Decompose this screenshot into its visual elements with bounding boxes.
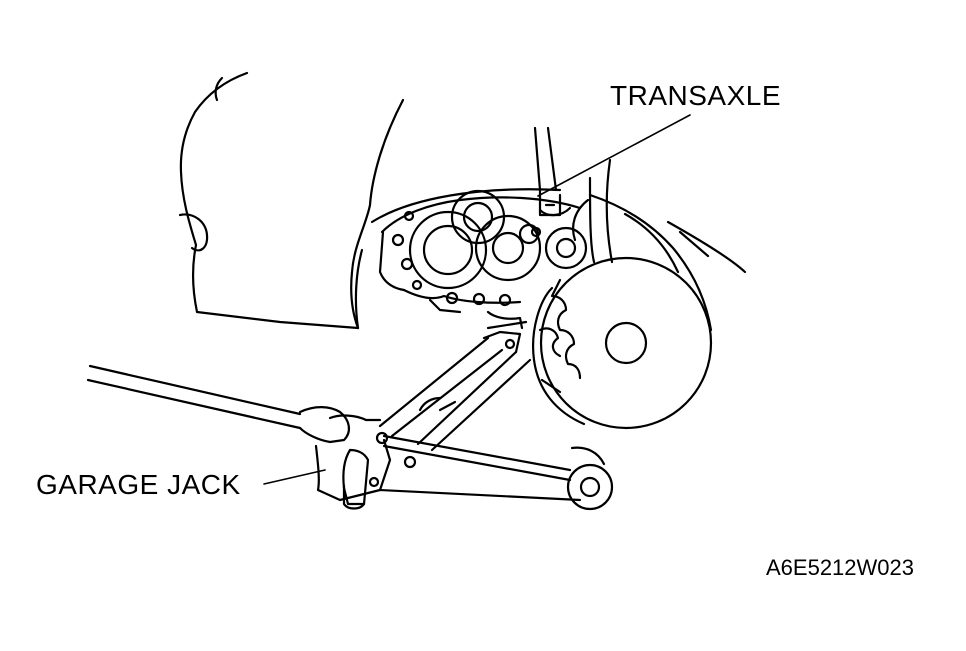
wheel-hub: [532, 158, 713, 430]
transaxle-assembly: [378, 126, 590, 330]
garage-jack: [86, 320, 614, 511]
garage-jack-leader-line: [263, 469, 326, 485]
transaxle-label: TRANSAXLE: [610, 80, 781, 111]
transaxle-leader-line: [537, 114, 691, 197]
figure-code: A6E5212W023: [766, 555, 914, 580]
garage-jack-label: GARAGE JACK: [36, 469, 241, 500]
vehicle-body: [178, 71, 747, 332]
